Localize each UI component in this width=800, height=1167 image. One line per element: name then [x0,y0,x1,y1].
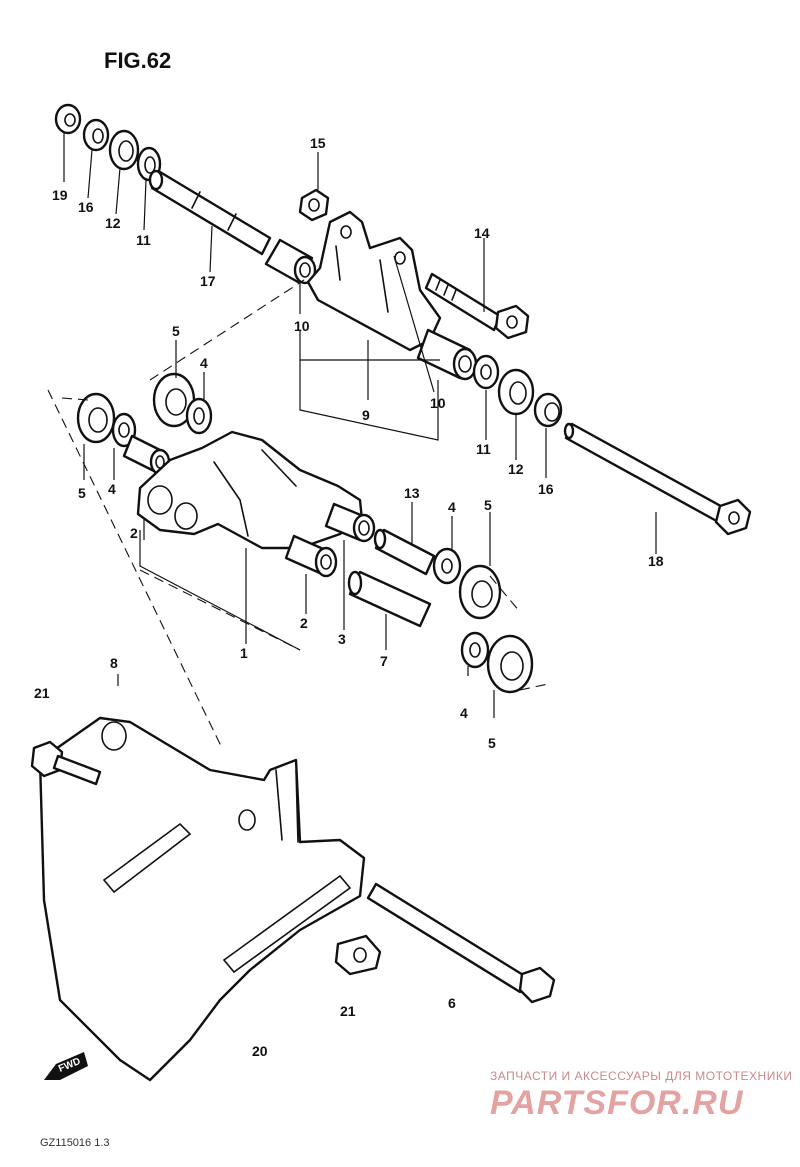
part-10-bushing-lower [416,328,478,381]
callout-13: 13 [404,485,420,501]
part-13-spacer [373,528,436,576]
part-12-seal-right [497,368,535,416]
diagram-code: GZ115016 1.3 [40,1137,110,1149]
watermark-brand: PARTSFOR.RU [490,1084,744,1122]
callout-17: 17 [200,273,216,289]
callout-14: 14 [474,225,490,241]
callout-5-lower: 5 [488,735,496,751]
guide-line-bracket-upper [149,279,305,381]
callout-2-center: 2 [300,615,308,631]
part-9-bracket [306,210,442,352]
part-7-sleeve [347,570,432,628]
callout-10-upper: 10 [294,318,310,334]
callout-4-left: 4 [108,481,116,497]
guide-line-right-seal [489,575,521,613]
part-3-bearing-right [324,502,376,543]
part-12-seal-left [108,129,140,171]
part-1-cushion-lever [136,430,364,550]
guide-line-left-seal [61,397,89,401]
callout-5-upper-left: 5 [172,323,180,339]
callout-1: 1 [240,645,248,661]
part-21-bolt-lower [334,934,382,976]
part-18-long-bolt [563,422,752,536]
part-16-collar-right [533,392,563,428]
callout-3: 3 [338,631,346,647]
callout-9: 9 [362,407,370,423]
part-6-bolt [366,882,556,1004]
part-11-washer-right [472,354,500,390]
callout-12: 12 [105,215,121,231]
callout-15: 15 [310,135,326,151]
part-2-bearing-center [284,534,338,578]
callout-19: 19 [52,187,68,203]
callout-16-right: 16 [538,481,554,497]
part-19-nut [54,103,82,135]
callout-10-lower: 10 [430,395,446,411]
part-21-bolt-upper [30,740,102,786]
callout-21-upper: 21 [34,685,50,701]
callout-labels: 19 16 12 11 17 15 14 10 10 9 11 12 16 18… [34,135,664,1059]
part-14-bolt [424,272,530,340]
part-17-shaft [148,169,272,256]
part-10-bushing-upper [264,238,317,285]
callout-7: 7 [380,653,388,669]
watermark: ЗАПЧАСТИ И АКСЕССУАРЫ ДЛЯ МОТОТЕХНИКИ PA… [490,1069,792,1122]
callout-4-lower: 4 [460,705,468,721]
guide-line-frame [47,389,223,749]
part-4-washer-right-upper [432,547,462,585]
forward-arrow-icon: FWD [44,1052,88,1080]
part-15-nut [298,188,330,222]
watermark-tagline: ЗАПЧАСТИ И АКСЕССУАРЫ ДЛЯ МОТОТЕХНИКИ [490,1069,792,1083]
callout-5-left: 5 [78,485,86,501]
callout-8: 8 [110,655,118,671]
guide-line-right-lower [519,683,549,691]
callout-11-right: 11 [476,441,491,457]
leader-lines [63,132,657,718]
figure-title: FIG.62 [104,48,171,73]
part-4-washer-left-outer [111,412,137,448]
callout-12-right: 12 [508,461,524,477]
part-4-washer-left-upper [185,397,213,435]
callout-20: 20 [252,1043,268,1059]
callout-11: 11 [136,232,151,248]
callout-2-left: 2 [130,525,138,541]
callout-6: 6 [448,995,456,1011]
callout-5-right: 5 [484,497,492,513]
part-5-seal-right-upper [458,564,502,620]
part-5-seal-left-outer [76,392,116,444]
part-20-frame-bracket [38,716,366,1082]
callout-18: 18 [648,553,664,569]
part-5-seal-right-lower [486,634,534,694]
callout-4-upper-left: 4 [200,355,208,371]
callout-4-right: 4 [448,499,456,515]
callout-16: 16 [78,199,94,215]
callout-21-lower: 21 [340,1003,356,1019]
part-4-washer-right-lower [460,631,490,669]
part-16-collar-left [82,118,110,152]
